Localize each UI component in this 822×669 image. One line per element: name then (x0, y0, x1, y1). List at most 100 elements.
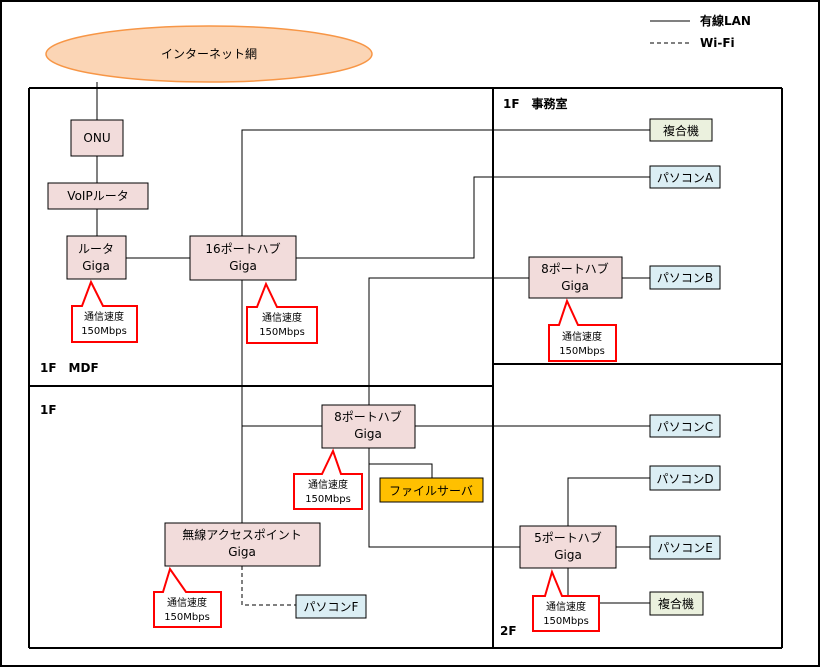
speed-callout-hub8-office-line1: 通信速度 (562, 330, 602, 343)
file-server-label: ファイルサーバ (389, 484, 473, 498)
speed-callout-router-line2: 150Mbps (81, 326, 127, 337)
pc-e-label: パソコンE (657, 541, 713, 555)
link-hub8-1f-hub8-office (368, 277, 529, 405)
hub16-speed: Giga (229, 259, 257, 273)
hub8-office-speed: Giga (561, 279, 589, 293)
mfp-office-node: 複合機 (649, 118, 713, 142)
internet-label: インターネット網 (161, 47, 257, 61)
hub8-1f-box (321, 404, 416, 449)
speed-callout-hub5-line2: 150Mbps (543, 616, 589, 627)
hub5-2f-box (519, 525, 617, 569)
hub5-2f-node: 5ポートハブ Giga (519, 525, 617, 569)
pc-d-box (649, 465, 721, 491)
hub8-office-box (528, 256, 623, 299)
speed-callout-hub5-line1: 通信速度 (546, 600, 586, 613)
speed-callout-hub8-1f: 通信速度 150Mbps (293, 448, 363, 510)
router-speed: Giga (82, 259, 110, 273)
speed-callout-hub8-1f-line2: 150Mbps (305, 494, 351, 505)
area-label-floor2: 2F (500, 624, 517, 638)
speed-callout-access-point-line1: 通信速度 (167, 596, 207, 609)
hub16-name: 16ポートハブ (205, 241, 280, 256)
access-point-speed: Giga (228, 545, 256, 559)
speed-callout-hub8-office: 通信速度 150Mbps (548, 298, 617, 362)
access-point-name: 無線アクセスポイント (182, 527, 301, 542)
hub8-office-node: 8ポートハブ Giga (528, 256, 623, 299)
onu-box (70, 119, 124, 157)
link-hub8-1f-file-server (368, 448, 433, 478)
speed-callout-hub5: 通信速度 150Mbps (532, 569, 600, 632)
link-hub16-pc-a (296, 176, 650, 259)
pc-b-box (649, 265, 721, 290)
speed-callout-router-shape (71, 279, 138, 343)
legend-wifi-label: Wi-Fi (700, 36, 735, 50)
mfp-2f-node: 複合機 (649, 591, 704, 616)
pc-e-node: パソコンE (649, 535, 721, 560)
router-name: ルータ (78, 242, 114, 256)
speed-callout-hub8-1f-shape (293, 448, 363, 510)
voip-router-box (47, 182, 149, 210)
hub16-box (189, 235, 297, 281)
file-server-box (379, 477, 484, 503)
speed-callout-hub16-line2: 150Mbps (259, 327, 305, 338)
speed-callout-access-point-line2: 150Mbps (164, 612, 210, 623)
hub5-2f-name: 5ポートハブ (534, 530, 602, 545)
hub5-2f-speed: Giga (554, 548, 582, 562)
speed-callout-hub5-shape (532, 569, 600, 632)
area-label-floor1: 1F (40, 403, 57, 417)
speed-callout-access-point-shape (153, 566, 222, 628)
pc-e-box (649, 535, 721, 560)
pc-a-box (649, 165, 721, 189)
link-hub5-pc-d (567, 477, 650, 526)
pc-d-node: パソコンD (649, 465, 721, 491)
speed-callout-hub8-office-shape (548, 298, 617, 362)
pc-c-label: パソコンC (657, 420, 713, 434)
onu-node: ONU (70, 119, 124, 157)
router-box (66, 235, 127, 280)
pc-c-node: パソコンC (649, 414, 721, 438)
internet-cloud (45, 25, 373, 83)
hub8-1f-speed: Giga (354, 427, 382, 441)
wired-connections (96, 82, 650, 604)
speed-callout-hub16: 通信速度 150Mbps (246, 281, 318, 344)
hub8-1f-node: 8ポートハブ Giga (321, 404, 416, 449)
mfp-office-label: 複合機 (663, 123, 699, 138)
pc-f-label: パソコンF (304, 600, 359, 614)
voip-router-label: VoIPルータ (67, 189, 128, 203)
file-server-node: ファイルサーバ (379, 477, 484, 503)
legend-wired-label: 有線LAN (700, 13, 751, 28)
legend: 有線LAN Wi-Fi (650, 13, 751, 50)
mfp-office-box (649, 118, 713, 142)
speed-callout-hub8-1f-line1: 通信速度 (308, 478, 348, 491)
pc-a-node: パソコンA (649, 165, 721, 189)
onu-label: ONU (83, 131, 110, 145)
pc-f-node: パソコンF (295, 594, 367, 619)
speed-callout-hub16-line1: 通信速度 (262, 311, 302, 324)
link-hub16-mfp-office (241, 129, 650, 236)
hub16-node: 16ポートハブ Giga (189, 235, 297, 281)
pc-b-node: パソコンB (649, 265, 721, 290)
link-ap-pc-f-wifi (241, 566, 296, 606)
internet-node: インターネット網 (45, 25, 373, 83)
area-borders (28, 87, 783, 649)
pc-a-label: パソコンA (657, 171, 714, 185)
access-point-node: 無線アクセスポイント Giga (164, 522, 321, 567)
speed-callout-router-line1: 通信速度 (84, 310, 124, 323)
router-node: ルータ Giga (66, 235, 127, 280)
speed-callout-router: 通信速度 150Mbps (71, 279, 138, 343)
link-hub8-1f-hub5 (368, 464, 520, 548)
access-point-box (164, 522, 321, 567)
mfp-2f-box (649, 591, 704, 616)
speed-callout-hub8-office-line2: 150Mbps (559, 346, 605, 357)
speed-callout-hub16-shape (246, 281, 318, 344)
pc-c-box (649, 414, 721, 438)
hub8-office-name: 8ポートハブ (541, 261, 609, 276)
mfp-2f-label: 複合機 (658, 596, 694, 611)
area-label-mdf: 1F MDF (40, 361, 99, 375)
pc-d-label: パソコンD (656, 472, 713, 486)
voip-router-node: VoIPルータ (47, 182, 149, 210)
pc-f-box (295, 594, 367, 619)
hub8-1f-name: 8ポートハブ (334, 409, 402, 424)
pc-b-label: パソコンB (657, 271, 713, 285)
